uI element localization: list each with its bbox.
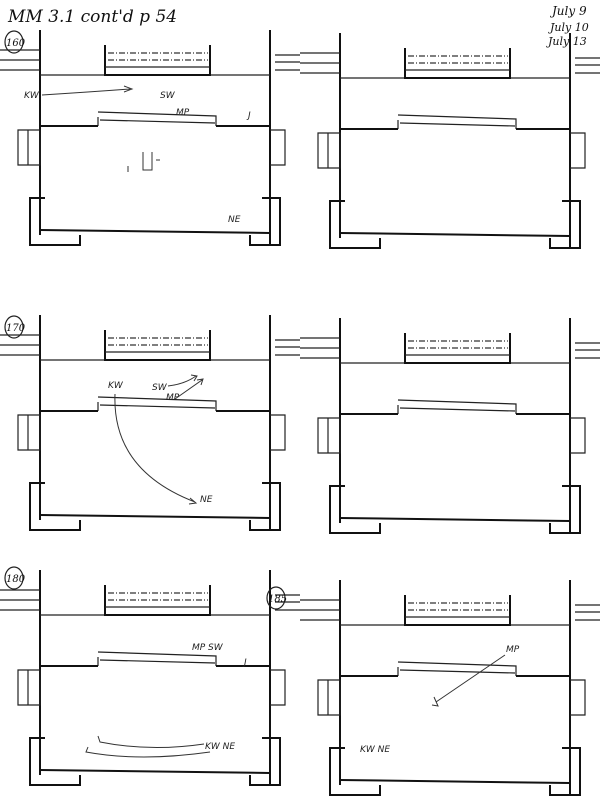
table-outline [104, 330, 211, 361]
date-3: July 13 [546, 35, 587, 48]
annotation-ne: NE [200, 495, 213, 505]
bottom-left-bracket [329, 485, 381, 534]
bottom-right-bracket [549, 747, 581, 796]
date-2: July 10 [548, 21, 589, 34]
table-dashed-line [108, 337, 208, 346]
bottom-left-bracket [29, 197, 81, 246]
movement-arrow [174, 378, 204, 400]
right-outside-lines [275, 594, 300, 611]
ledge [97, 651, 217, 666]
movement-arrow [85, 735, 211, 758]
svg-text:180: 180 [6, 574, 26, 585]
movement-arrow [114, 393, 198, 505]
table-outline [404, 595, 511, 626]
bottom-right-bracket [549, 200, 581, 249]
right-pillar [270, 669, 286, 706]
svg-text:160: 160 [6, 38, 26, 49]
ledge [397, 114, 517, 129]
table-dashed-line [108, 52, 208, 61]
annotation-kw: KW [24, 91, 40, 101]
right-outside-lines [275, 54, 300, 71]
bottom-right-bracket [249, 737, 281, 786]
annotation-ne: NE [228, 215, 241, 225]
panel-label-170: 170 [4, 315, 26, 339]
ledge [397, 399, 517, 414]
left-pillar [317, 679, 341, 716]
right-outside-lines [575, 57, 600, 74]
annotation-j: J [246, 111, 251, 121]
date-1: July 9 [549, 4, 587, 18]
left-pillar [17, 414, 41, 451]
annotation-kw-ne: KW NE [360, 745, 390, 755]
room-bottom-wall [339, 779, 571, 784]
ledge [397, 661, 517, 676]
panel-label-160: 160 [4, 30, 26, 54]
right-outside-lines [275, 339, 300, 356]
right-pillar [570, 132, 586, 169]
bottom-left-bracket [29, 482, 81, 531]
panel-label-185: 185 [266, 586, 287, 610]
left-outside-lines [0, 49, 40, 71]
bottom-right-bracket [549, 485, 581, 534]
bottom-left-bracket [29, 737, 81, 786]
left-outside-lines [0, 334, 40, 356]
left-outside-lines [300, 337, 340, 359]
bottom-right-bracket [249, 482, 281, 531]
table-outline [104, 45, 211, 76]
table-dashed-line [408, 55, 508, 64]
room-bottom-wall [39, 514, 271, 519]
annotation-kw-ne: KW NE [205, 742, 235, 752]
table-outline [104, 585, 211, 616]
left-pillar [317, 417, 341, 454]
table-dashed-line [408, 602, 508, 611]
left-outside-lines [300, 599, 340, 621]
movement-arrow [431, 654, 506, 707]
right-pillar [570, 417, 586, 454]
right-pillar [270, 129, 286, 166]
table-outline [404, 48, 511, 79]
right-pillar [570, 679, 586, 716]
ledge [97, 396, 217, 411]
svg-text:185: 185 [268, 594, 287, 605]
annotation-mp-sw: MP SW [192, 643, 224, 653]
right-outside-lines [575, 342, 600, 359]
movement-arrow [41, 85, 134, 96]
bottom-left-bracket [329, 200, 381, 249]
left-outside-lines [0, 589, 40, 611]
annotation-kw: KW [108, 381, 124, 391]
annotation-sw: SW [160, 91, 176, 101]
left-pillar [317, 132, 341, 169]
svg-text:170: 170 [6, 323, 26, 334]
table-outline [404, 333, 511, 364]
bottom-left-bracket [329, 747, 381, 796]
annotation-j: J [242, 658, 247, 668]
room-bottom-wall [339, 517, 571, 522]
floor-plan-panels [0, 30, 600, 796]
room-bottom-wall [39, 229, 271, 234]
right-pillar [270, 414, 286, 451]
annotation-sw: SW [152, 383, 168, 393]
annotation-mp: MP [176, 108, 190, 118]
annotation-mp: MP [506, 645, 520, 655]
left-pillar [17, 129, 41, 166]
movement-arrow [167, 374, 198, 387]
left-outside-lines [300, 52, 340, 74]
annotation-mp: MP [166, 393, 180, 403]
right-outside-lines [575, 604, 600, 621]
left-pillar [17, 669, 41, 706]
sketch-mark [127, 152, 160, 172]
ledge [97, 111, 217, 126]
page-title: MM 3.1 cont'd p 54 [7, 7, 177, 27]
bottom-right-bracket [249, 197, 281, 246]
room-bottom-wall [339, 232, 571, 237]
table-dashed-line [108, 592, 208, 601]
panel-label-180: 180 [4, 566, 26, 590]
room-bottom-wall [39, 769, 271, 774]
table-dashed-line [408, 340, 508, 349]
